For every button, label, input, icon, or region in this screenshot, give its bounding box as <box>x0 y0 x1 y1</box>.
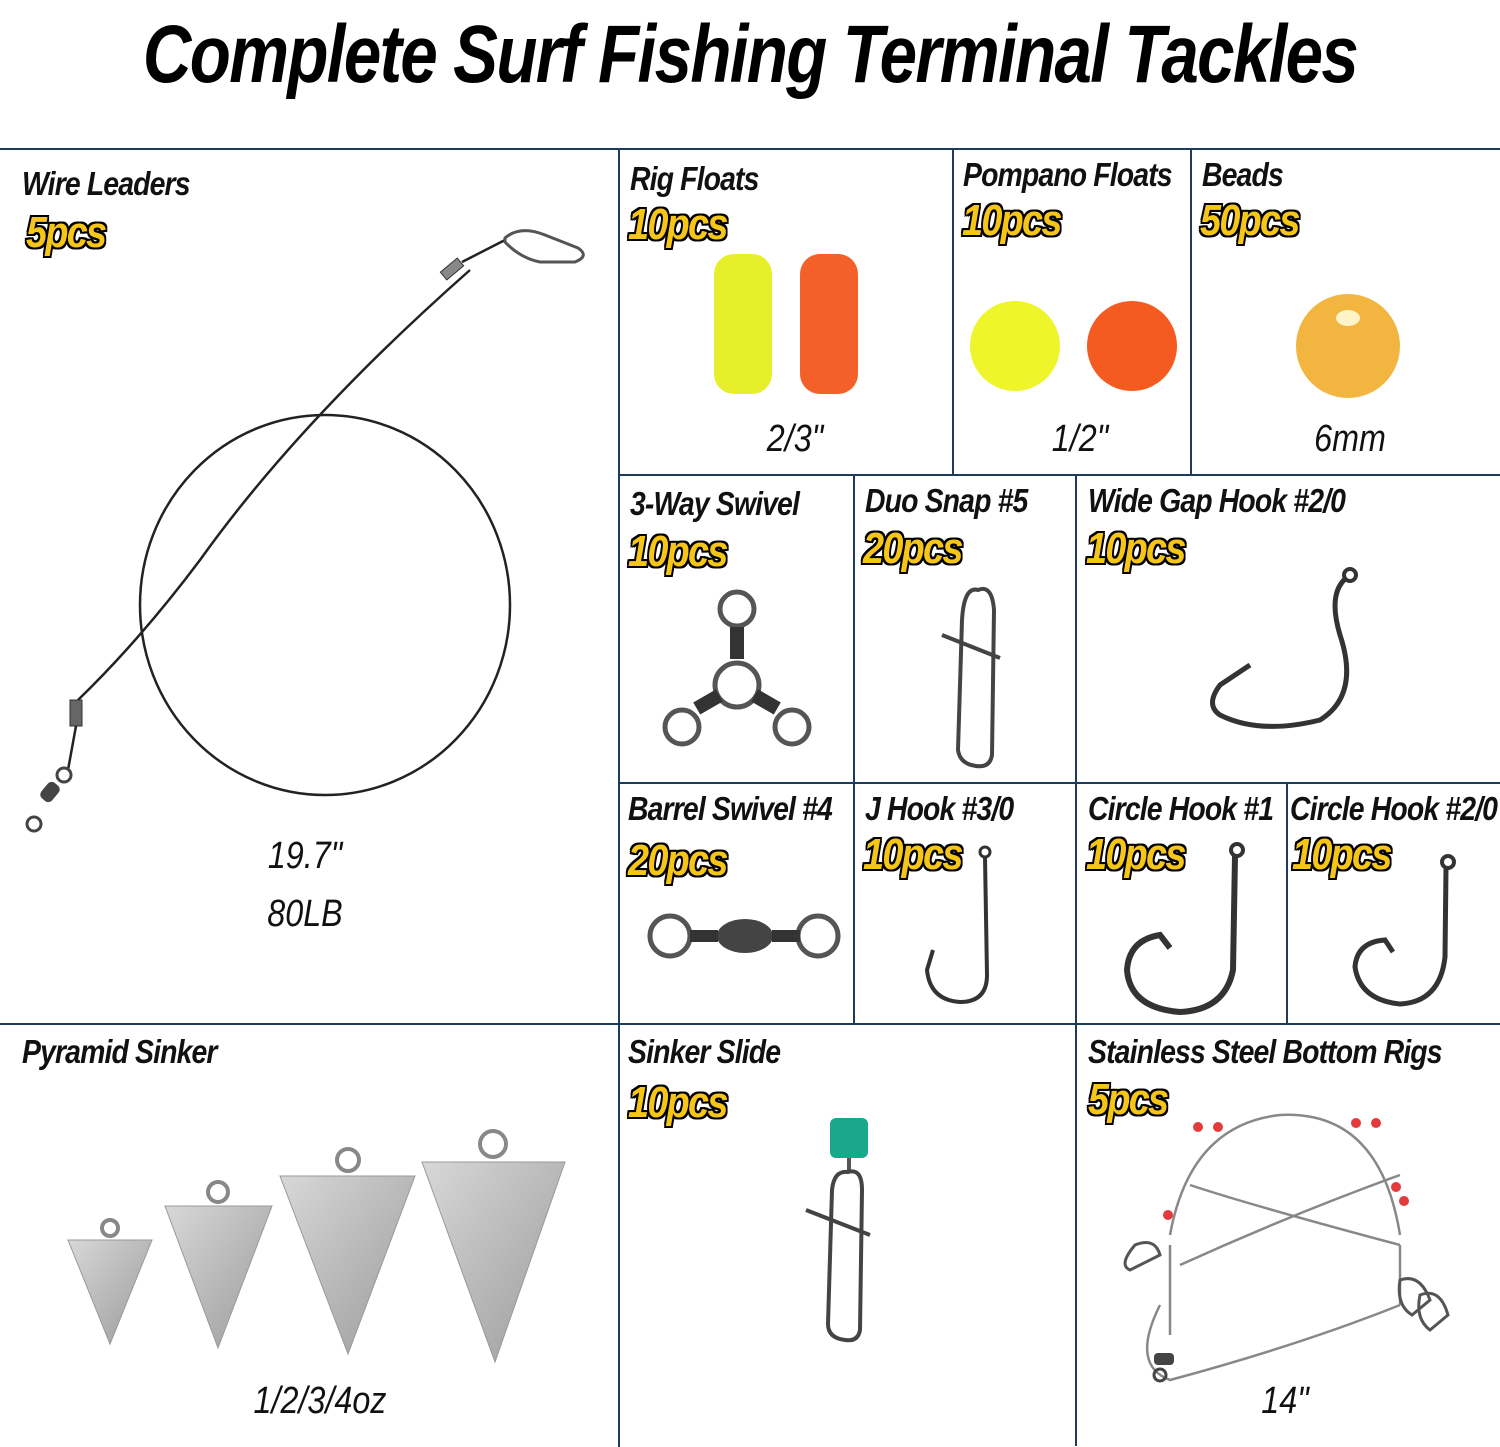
grid-line <box>618 474 1500 476</box>
page-title: Complete Surf Fishing Terminal Tackles <box>142 9 1359 100</box>
item-qty: 20pcs <box>863 524 963 573</box>
item-qty: 10pcs <box>628 1078 728 1127</box>
three-way-swivel-icon <box>662 589 812 747</box>
duo-snap-icon <box>941 587 1001 769</box>
item-qty: 10pcs <box>1086 830 1186 879</box>
item-size: 1/2/3/4oz <box>253 1380 387 1422</box>
barrel-swivel-icon <box>647 913 841 959</box>
item-qty: 10pcs <box>1292 830 1392 879</box>
item-qty: 10pcs <box>962 196 1062 245</box>
item-qty: 10pcs <box>863 830 963 879</box>
item-size: 1/2" <box>1051 418 1109 460</box>
bead-icon <box>1296 294 1400 398</box>
item-qty: 50pcs <box>1200 196 1300 245</box>
j-hook-icon <box>924 845 992 1005</box>
item-name: Stainless Steel Bottom Rigs <box>1088 1033 1443 1070</box>
item-name: Rig Floats <box>630 160 759 197</box>
item-qty: 10pcs <box>1086 524 1186 573</box>
item-name: Pompano Floats <box>963 156 1173 193</box>
grid-line <box>0 148 1500 150</box>
grid-line <box>1075 474 1077 1446</box>
grid-line <box>952 148 954 475</box>
grid-line <box>0 1023 1500 1025</box>
pompano-float-icon <box>970 301 1177 391</box>
item-name: 3-Way Swivel <box>630 485 800 522</box>
item-qty: 20pcs <box>628 836 728 885</box>
item-size: 14" <box>1261 1380 1309 1422</box>
rig-float-icon <box>714 254 858 394</box>
grid-line <box>1190 148 1192 475</box>
bottom-rig-icon <box>1123 1113 1450 1383</box>
item-name: Wide Gap Hook #2/0 <box>1088 482 1346 519</box>
item-name: Pyramid Sinker <box>22 1033 217 1070</box>
leader-strength: 80LB <box>267 893 343 935</box>
item-name: J Hook #3/0 <box>865 790 1014 827</box>
grid-line <box>1286 782 1288 1024</box>
item-name: Sinker Slide <box>628 1033 781 1070</box>
circle-hook-icon <box>1352 854 1456 1007</box>
item-name: Barrel Swivel #4 <box>628 790 833 827</box>
item-name: Circle Hook #1 <box>1088 790 1274 827</box>
item-name: Duo Snap #5 <box>865 482 1028 519</box>
sinker-slide-icon <box>805 1118 871 1343</box>
item-size: 6mm <box>1314 418 1386 460</box>
wide-gap-hook-icon <box>1210 567 1358 729</box>
item-qty: 10pcs <box>628 200 728 249</box>
circle-hook-icon <box>1123 842 1245 1016</box>
grid-line <box>853 474 855 1024</box>
item-qty: 10pcs <box>628 527 728 576</box>
item-qty: 5pcs <box>26 208 107 257</box>
item-name: Circle Hook #2/0 <box>1290 790 1498 827</box>
item-name: Beads <box>1202 156 1284 193</box>
pyramid-sinker-icon <box>67 1129 566 1364</box>
grid-line <box>618 148 620 1447</box>
leader-length: 19.7" <box>267 835 343 877</box>
item-qty: 5pcs <box>1088 1075 1169 1124</box>
wire-leader-icon <box>25 229 585 833</box>
item-size: 2/3" <box>766 418 824 460</box>
grid-line <box>618 782 1500 784</box>
item-name: Wire Leaders <box>22 165 191 202</box>
